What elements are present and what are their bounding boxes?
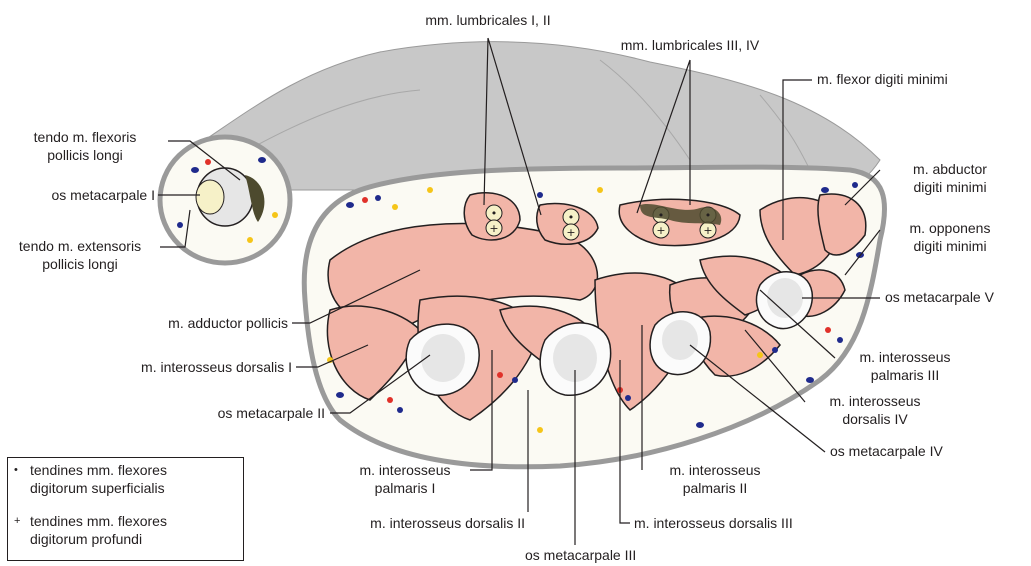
label-os-metacarpale-v: os metacarpale V bbox=[885, 288, 994, 306]
label-os-metacarpale-iii: os metacarpale III bbox=[525, 546, 625, 564]
profundus-tendon-marker: + bbox=[566, 226, 575, 239]
profundus-tendon-marker: + bbox=[703, 224, 712, 237]
label-lumbricales-3-4: mm. lumbricales III, IV bbox=[585, 36, 795, 54]
label-lumbricales-1-2: mm. lumbricales I, II bbox=[378, 11, 598, 29]
profundus-tendon-marker: + bbox=[489, 222, 498, 235]
superficialis-tendon-marker: • bbox=[705, 209, 712, 222]
profundus-tendon-marker: + bbox=[656, 224, 665, 237]
label-flexor-digiti-minimi: m. flexor digiti minimi bbox=[817, 70, 948, 88]
label-adductor-pollicis: m. adductor pollicis bbox=[100, 314, 288, 332]
superficialis-tendon-marker: • bbox=[658, 209, 665, 222]
superficialis-tendon-marker: • bbox=[568, 211, 575, 224]
label-interosseus-dorsalis-iii: m. interosseus dorsalis III bbox=[634, 514, 793, 532]
label-interosseus-dorsalis-i: m. interosseus dorsalis I bbox=[70, 358, 292, 376]
superficialis-tendon-marker: • bbox=[491, 207, 498, 220]
legend-plus-symbol: + bbox=[14, 512, 24, 530]
label-os-metacarpale-i: os metacarpale I bbox=[5, 186, 155, 204]
legend-dot-symbol: • bbox=[14, 461, 24, 479]
label-interosseus-dorsalis-ii: m. interosseus dorsalis II bbox=[310, 514, 525, 532]
label-os-metacarpale-ii: os metacarpale II bbox=[180, 404, 325, 422]
label-os-metacarpale-iv: os metacarpale IV bbox=[830, 442, 943, 460]
